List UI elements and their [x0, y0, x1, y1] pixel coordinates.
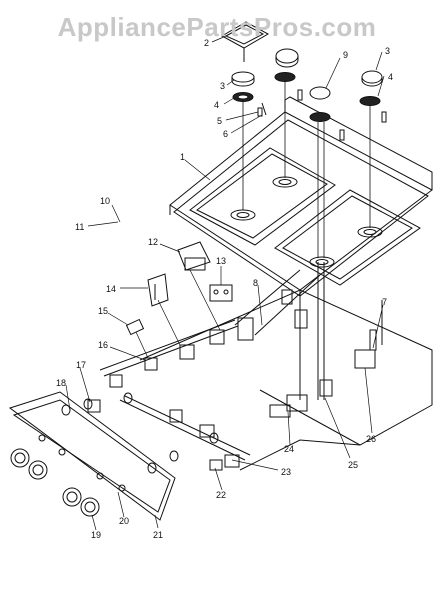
callout-13: 13: [216, 256, 226, 266]
callout-16: 16: [98, 340, 108, 350]
callout-19: 19: [91, 530, 101, 540]
callout-11: 11: [75, 222, 84, 232]
callout-leaders: [65, 35, 385, 531]
callout-14: 14: [106, 284, 116, 294]
manifold-and-valves: [87, 241, 433, 471]
callout-3b: 3: [385, 46, 390, 56]
callout-22: 22: [216, 490, 226, 500]
callout-1: 1: [180, 152, 185, 162]
callout-6: 6: [223, 129, 228, 139]
callout-15: 15: [98, 306, 108, 316]
callout-25: 25: [348, 460, 358, 470]
callout-4a: 4: [214, 100, 219, 110]
callout-21: 21: [153, 530, 163, 540]
callout-26: 26: [366, 434, 376, 444]
callout-9: 9: [343, 50, 348, 60]
callout-12: 12: [148, 237, 158, 247]
callout-5: 5: [217, 116, 222, 126]
callout-8: 8: [253, 278, 258, 288]
callout-7: 7: [382, 297, 387, 307]
callout-2: 2: [204, 38, 209, 48]
control-panel: [8, 391, 219, 521]
callout-4b: 4: [388, 72, 393, 82]
callout-24: 24: [284, 444, 294, 454]
callout-17: 17: [76, 360, 86, 370]
callout-20: 20: [119, 516, 129, 526]
burner-parts: [220, 21, 387, 258]
callout-10: 10: [100, 196, 110, 206]
cooktop-assembly: [169, 96, 433, 300]
callout-23: 23: [281, 467, 291, 477]
watermark-text: AppliancePartsPros.com: [57, 12, 377, 42]
callout-18: 18: [56, 378, 66, 388]
callout-3a: 3: [220, 81, 225, 91]
callout-labels: 1 2 3 3 4 4 5 6 7 8 9 10 11 12 13 14 15 …: [56, 38, 393, 540]
